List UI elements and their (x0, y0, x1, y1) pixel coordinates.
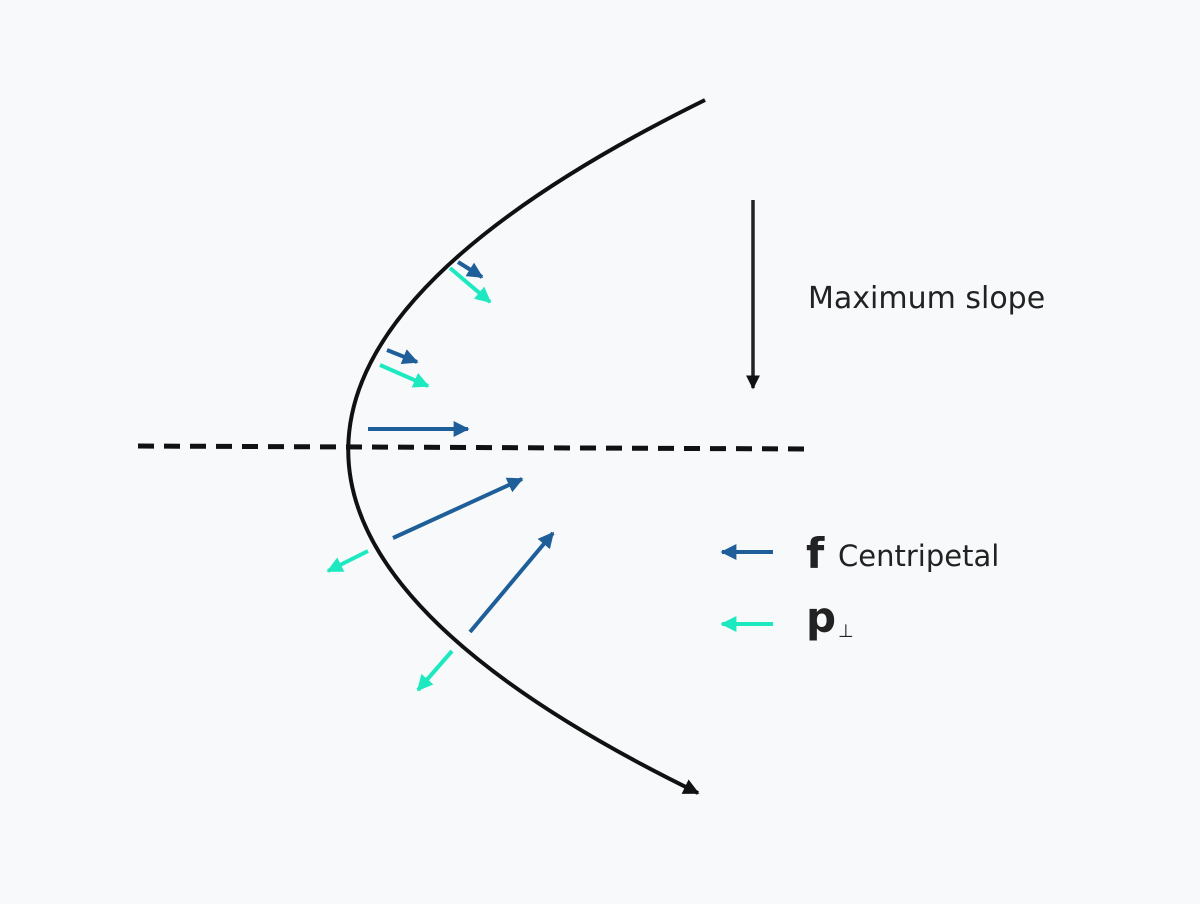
centripetal-arrow (468, 531, 555, 634)
legend-p-symbol: p (806, 593, 836, 642)
legend-p-subscript: ⊥ (838, 621, 854, 642)
trajectory-curve (346, 98, 706, 795)
p-perp-arrow (326, 549, 369, 573)
centripetal-arrow (456, 260, 484, 279)
centripetal-arrows (368, 260, 555, 634)
legend-f-symbol: f (806, 529, 825, 578)
centripetal-arrow (386, 348, 419, 365)
legend: f Centripetal p ⊥ (720, 529, 999, 642)
p-perp-arrow (379, 363, 430, 388)
maximum-slope-label: Maximum slope (808, 281, 1045, 316)
p-perp-arrow (416, 649, 454, 692)
legend-f-label: Centripetal (838, 539, 999, 573)
p-perp-arrows (326, 266, 492, 692)
p-perp-arrow (448, 266, 492, 304)
centripetal-arrow (392, 477, 524, 540)
maximum-slope-dashed-line (137, 443, 807, 452)
